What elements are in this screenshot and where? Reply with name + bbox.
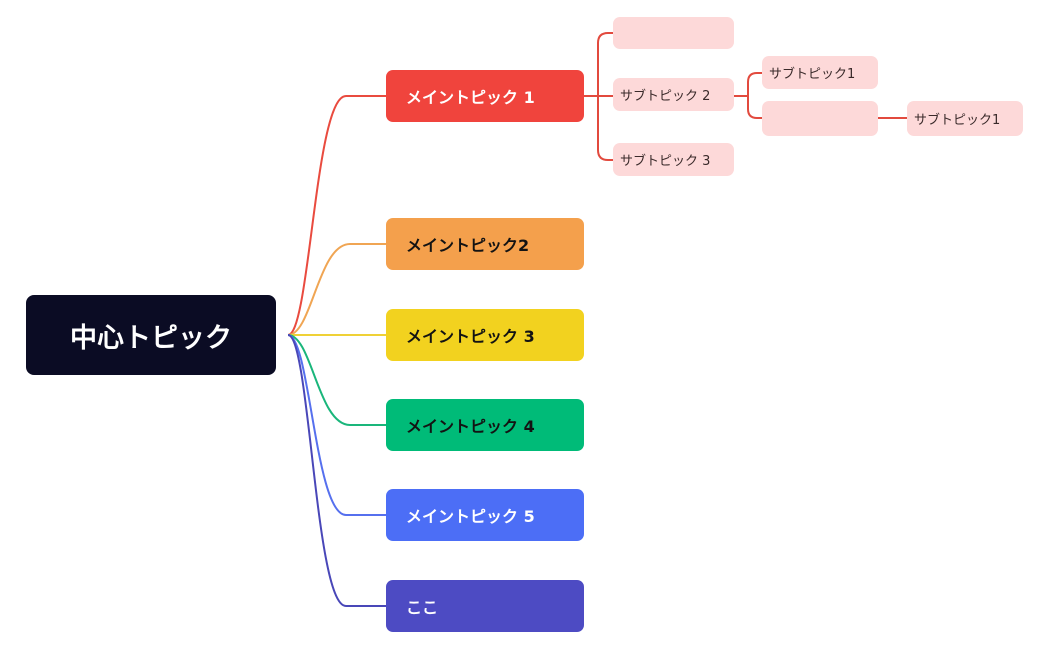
connector-sub-empty-2 — [747, 96, 762, 119]
connector-sub-3 — [597, 96, 613, 161]
connector-main-4 — [287, 334, 386, 426]
sub-topic-2[interactable]: サブトピック 2 — [613, 78, 734, 111]
connector-main-2 — [287, 243, 386, 336]
main-topic-2-label: メイントピック2 — [406, 236, 530, 255]
connector-sub-2-1 — [747, 72, 762, 96]
main-topic-6-label: ここ — [406, 598, 439, 617]
connector-main-1 — [287, 95, 386, 336]
connector-main-6 — [287, 334, 386, 607]
sub-topic-2-1[interactable]: サブトピック1 — [762, 56, 878, 89]
main-topic-3-label: メイントピック 3 — [406, 327, 535, 346]
main-topic-5[interactable]: メイントピック 5 — [386, 489, 584, 541]
sub-topic-2-label: サブトピック 2 — [620, 89, 711, 104]
sub-topic-2-2-1-label: サブトピック1 — [914, 113, 1001, 128]
center-topic[interactable]: 中心トピック — [26, 295, 276, 375]
main-topic-1-label: メイントピック 1 — [406, 88, 535, 107]
sub-topic-2-2-1[interactable]: サブトピック1 — [907, 101, 1023, 136]
main-topic-6[interactable]: ここ — [386, 580, 584, 632]
main-topic-4-label: メイントピック 4 — [406, 417, 535, 436]
sub-topic-3-label: サブトピック 3 — [620, 154, 711, 169]
connector-main-5 — [287, 334, 386, 516]
sub-topic-empty-1[interactable] — [613, 17, 734, 49]
main-topic-5-label: メイントピック 5 — [406, 507, 535, 526]
sub-topic-2-1-label: サブトピック1 — [769, 67, 856, 82]
center-topic-label: 中心トピック — [70, 322, 232, 354]
main-topic-2[interactable]: メイントピック2 — [386, 218, 584, 270]
main-topic-3[interactable]: メイントピック 3 — [386, 309, 584, 361]
sub-topic-3[interactable]: サブトピック 3 — [613, 143, 734, 176]
main-topic-1[interactable]: メイントピック 1 — [386, 70, 584, 122]
sub-topic-empty-2[interactable] — [762, 101, 878, 136]
main-topic-4[interactable]: メイントピック 4 — [386, 399, 584, 451]
connector-sub-empty-1 — [597, 32, 613, 96]
